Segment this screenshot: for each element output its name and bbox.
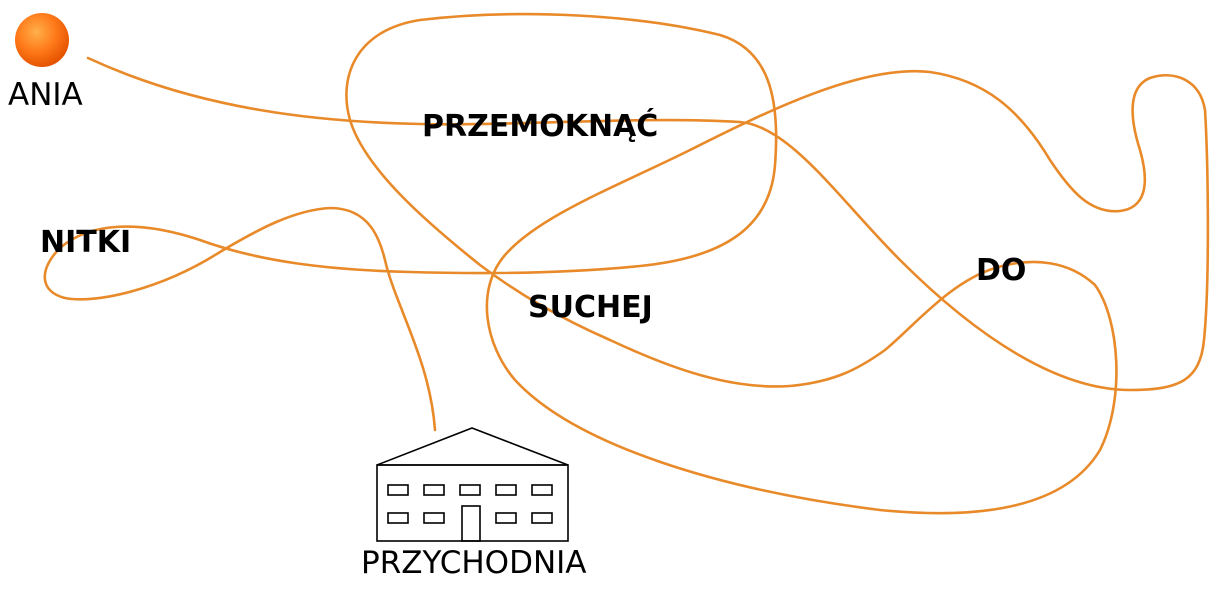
word-przemoknac: PRZEMOKNĄĆ xyxy=(422,109,659,144)
word-nitki: NITKI xyxy=(40,225,132,260)
building-icon xyxy=(376,427,569,542)
orange-ball-icon xyxy=(15,13,69,67)
start-label: ANIA xyxy=(8,77,83,113)
word-do: DO xyxy=(976,253,1027,288)
thread-path xyxy=(43,12,1210,515)
word-suchej: SUCHEJ xyxy=(528,290,653,325)
end-label: PRZYCHODNIA xyxy=(361,545,587,581)
